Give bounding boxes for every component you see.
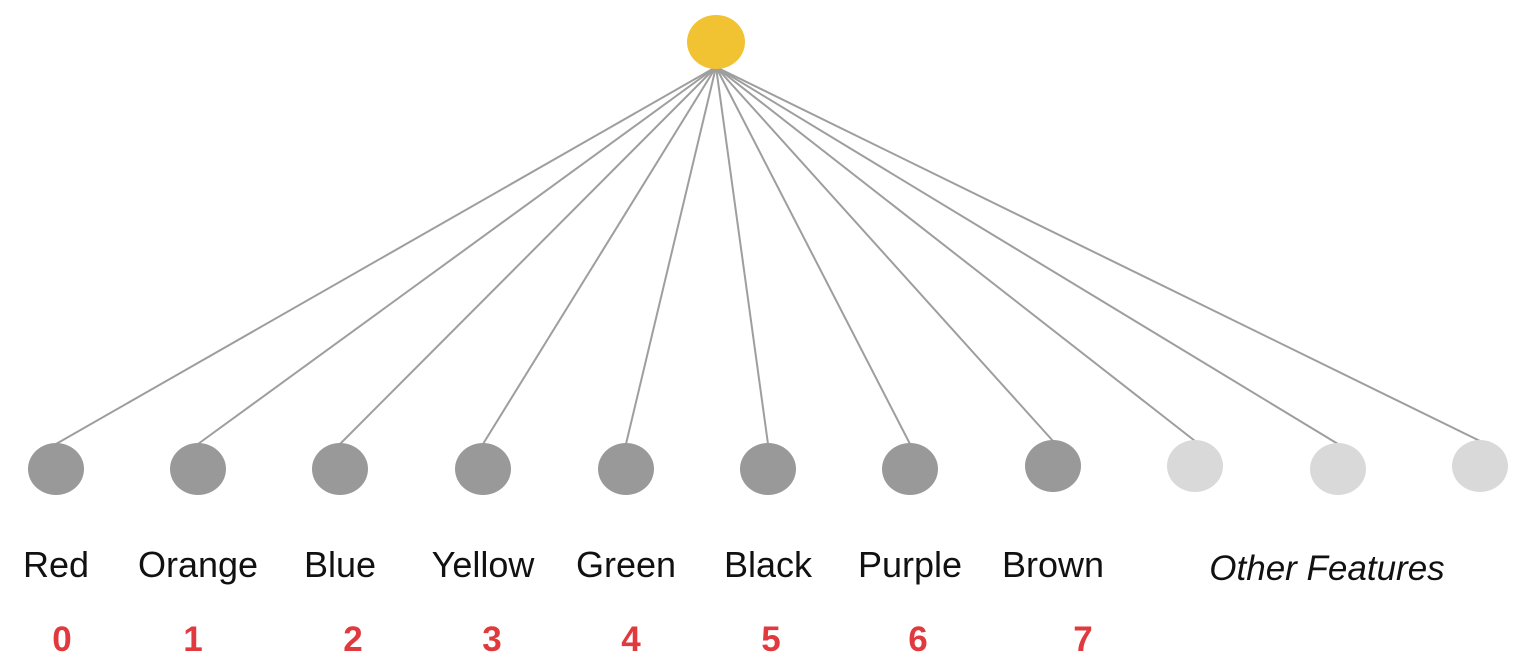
other-feature-node-1	[1167, 440, 1223, 492]
feature-index-blue: 2	[343, 620, 362, 659]
edge-orange	[197, 66, 717, 445]
feature-label-blue: Blue	[304, 544, 376, 585]
feature-node-purple	[882, 443, 938, 495]
feature-node-green	[598, 443, 654, 495]
feature-label-purple: Purple	[858, 544, 962, 585]
feature-index-green: 4	[621, 620, 641, 659]
feature-label-red: Red	[23, 544, 89, 585]
feature-index-brown: 7	[1073, 620, 1092, 659]
other-features-label: Other Features	[1209, 549, 1444, 588]
edge-yellow	[482, 66, 717, 445]
feature-node-black	[740, 443, 796, 495]
nodes-group	[28, 15, 1508, 495]
edge-purple	[715, 66, 911, 445]
root-node	[687, 15, 745, 69]
feature-index-yellow: 3	[482, 620, 501, 659]
feature-node-red	[28, 443, 84, 495]
feature-label-brown: Brown	[1002, 544, 1104, 585]
edge-brown	[715, 66, 1054, 442]
edge-red	[55, 66, 717, 445]
feature-node-brown	[1025, 440, 1081, 492]
other-feature-node-2	[1310, 443, 1366, 495]
other-feature-node-3	[1452, 440, 1508, 492]
feature-node-yellow	[455, 443, 511, 495]
feature-node-orange	[170, 443, 226, 495]
edge-other-feature-1	[715, 66, 1196, 442]
edge-green	[625, 66, 717, 445]
feature-index-orange: 1	[183, 620, 202, 659]
edges-group	[55, 66, 1481, 445]
edge-other-feature-2	[715, 66, 1339, 445]
feature-index-red: 0	[52, 620, 71, 659]
feature-index-purple: 6	[908, 620, 927, 659]
feature-label-orange: Orange	[138, 544, 258, 585]
edge-blue	[339, 66, 717, 445]
edge-black	[715, 66, 769, 445]
edge-other-feature-3	[715, 66, 1481, 442]
feature-label-green: Green	[576, 544, 676, 585]
feature-label-black: Black	[724, 544, 813, 585]
feature-label-yellow: Yellow	[432, 544, 536, 585]
labels-group: Red 0 Orange 1 Blue 2 Yellow 3 Green 4 Black 5 Purpl…	[23, 544, 1445, 659]
feature-index-black: 5	[761, 620, 780, 659]
feature-node-blue	[312, 443, 368, 495]
